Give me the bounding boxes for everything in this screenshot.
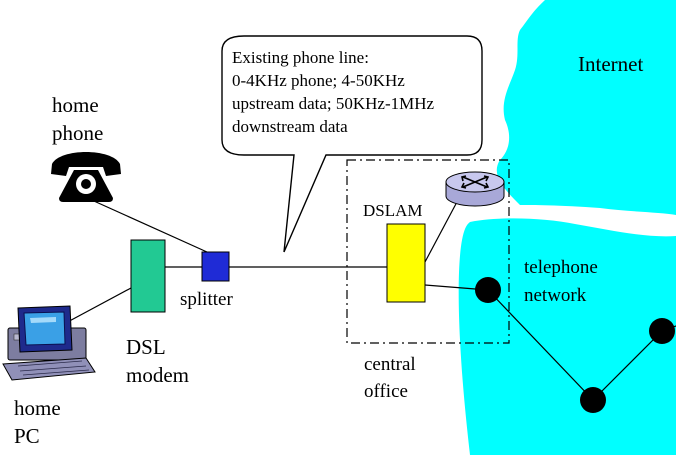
- dslam: [386, 223, 426, 303]
- network-node: [649, 318, 675, 344]
- central-office-label: central office: [364, 354, 420, 402]
- callout-text: Existing phone line: 0-4KHz phone; 4-50K…: [232, 48, 438, 136]
- dslam-to-router-line: [424, 199, 459, 263]
- pc-to-modem-line: [61, 287, 132, 326]
- internet-cloud: [496, 0, 676, 215]
- network-node: [475, 277, 501, 303]
- internet-label: Internet: [578, 52, 643, 76]
- phone-to-splitter-line: [84, 196, 208, 253]
- central-office-boundary: [346, 159, 510, 344]
- home-phone-label: home phone: [52, 93, 104, 145]
- dsl-modem-label: DSL modem: [126, 335, 189, 387]
- dsl-modem: [130, 239, 166, 313]
- callout-bubble: [221, 35, 483, 253]
- network-node: [580, 387, 606, 413]
- dslam-label: DSLAM: [363, 201, 423, 220]
- telephone-network-label: telephone network: [524, 257, 603, 306]
- splitter-label: splitter: [180, 289, 233, 310]
- telephone-icon: [51, 152, 121, 202]
- home-pc-label: home PC: [14, 396, 66, 448]
- splitter: [201, 251, 230, 282]
- router-icon: [445, 171, 505, 207]
- computer-icon: [2, 305, 96, 381]
- telephone-network-cloud: [458, 218, 676, 455]
